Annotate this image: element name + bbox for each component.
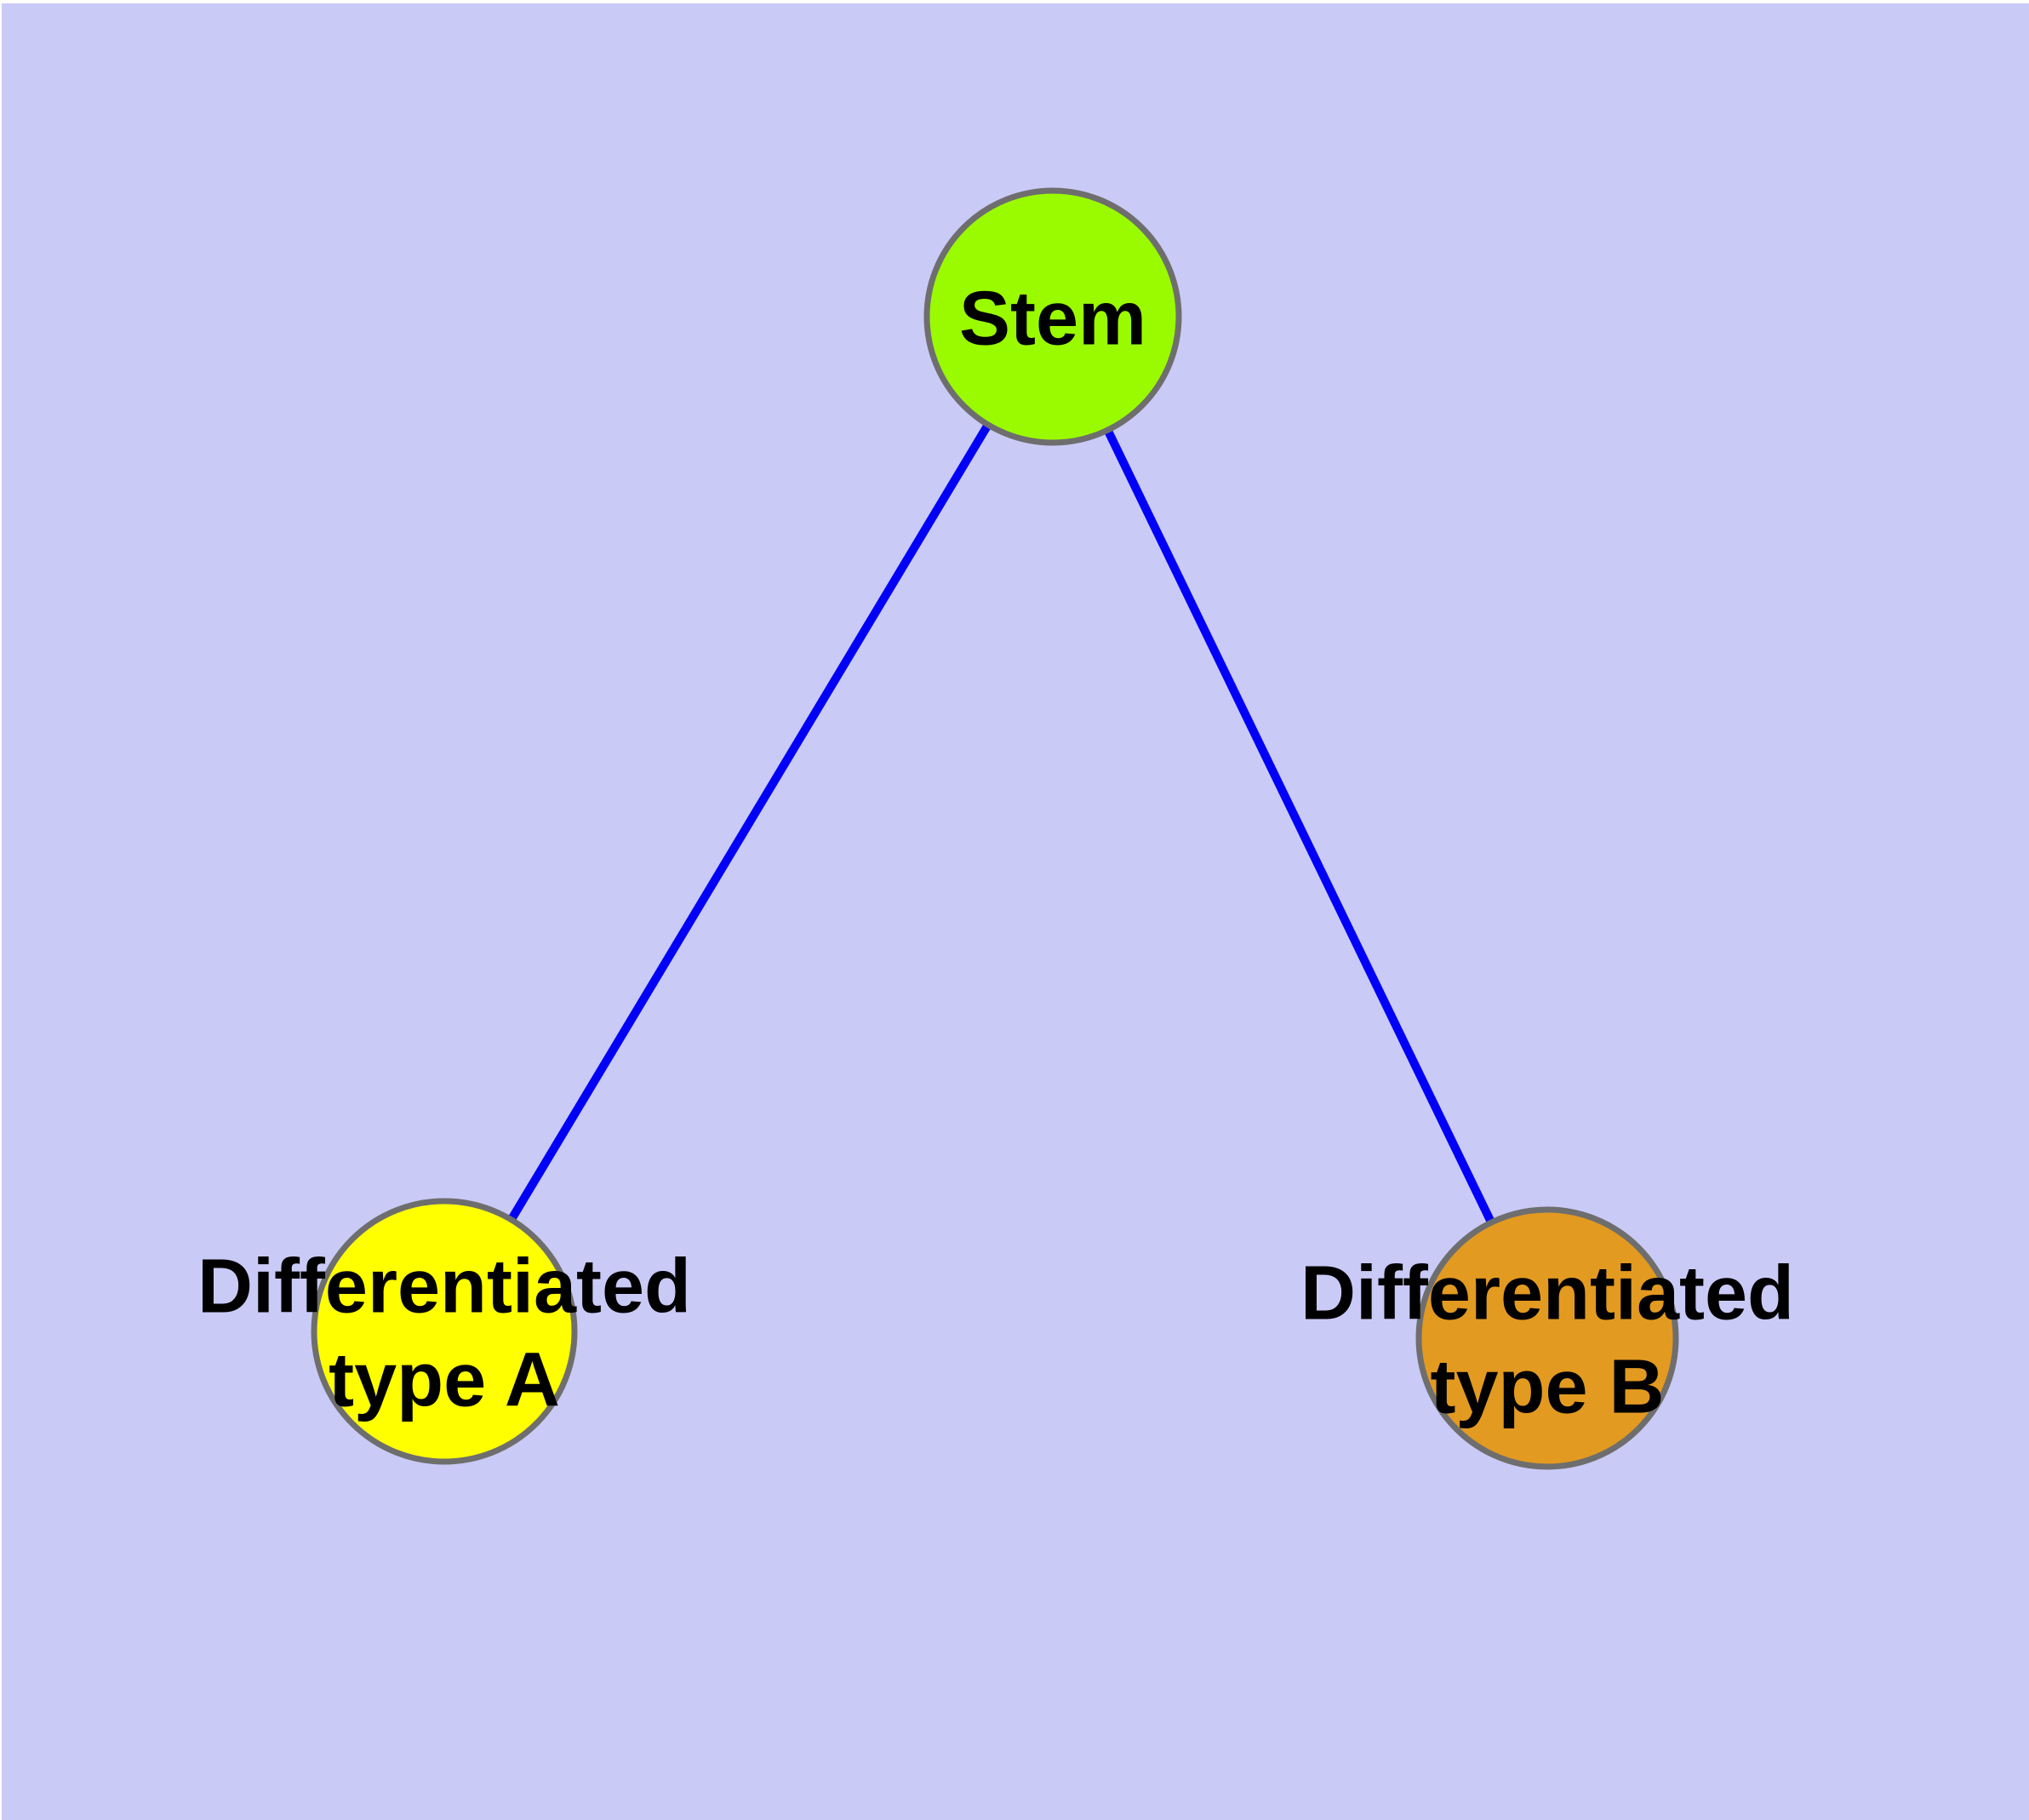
edge-stem-to-type-a <box>440 314 1057 1334</box>
type-b-node-label-line2: type B <box>1430 1344 1664 1429</box>
type-a-node-label-line1: Differentiated <box>197 1244 691 1329</box>
type-a-node-label-line2: type A <box>329 1337 560 1422</box>
type-a-node <box>311 1198 578 1465</box>
stem-node-label: Stem <box>959 276 1146 361</box>
type-b-node-label-line1: Differentiated <box>1300 1251 1794 1336</box>
edge-stem-to-type-b <box>1049 314 1552 1341</box>
stem-node <box>923 187 1182 446</box>
type-b-node <box>1415 1206 1679 1470</box>
